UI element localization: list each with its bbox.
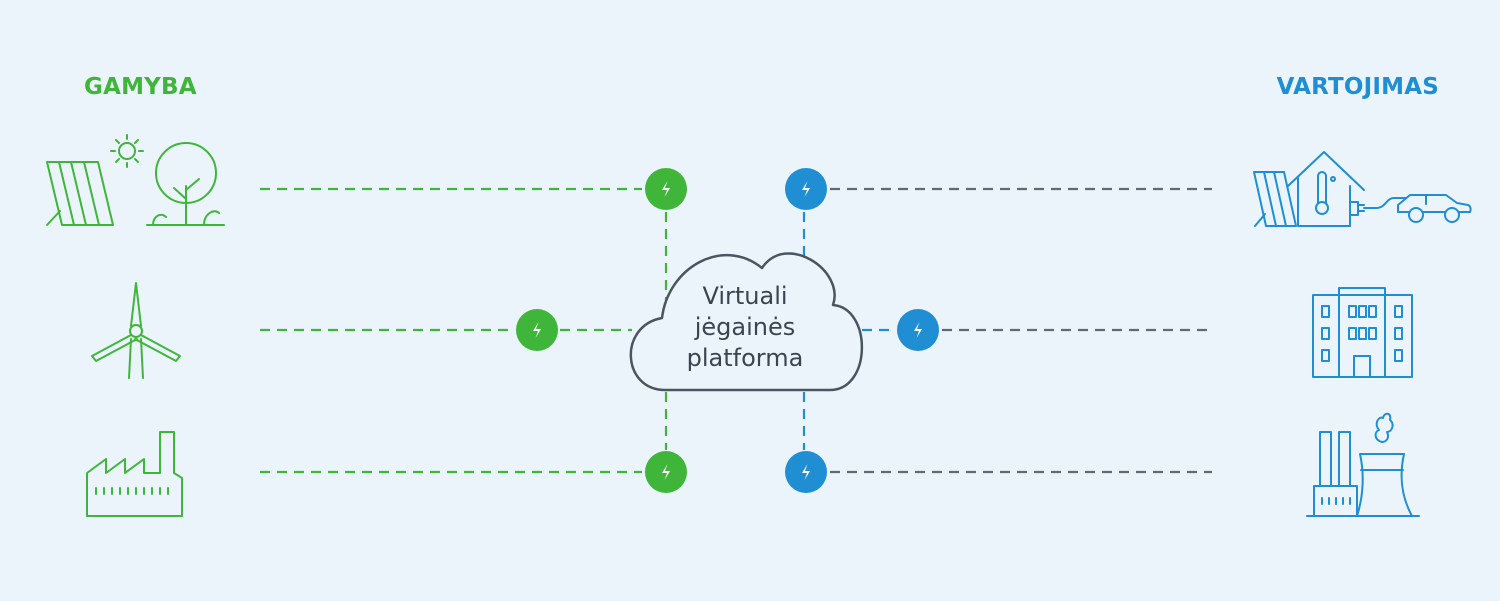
cloud-icon xyxy=(629,252,864,392)
energy-node-green xyxy=(516,309,558,351)
solar-house-electric-car-icon xyxy=(1253,151,1472,227)
lightning-bolt-icon xyxy=(533,322,541,338)
energy-node-green xyxy=(645,168,687,210)
energy-node-blue xyxy=(897,309,939,351)
lightning-bolt-icon xyxy=(914,322,922,338)
platform-label-line: platforma xyxy=(686,344,804,372)
office-building-icon xyxy=(1312,287,1413,378)
energy-node-green xyxy=(645,451,687,493)
platform-label-line: jėgainės xyxy=(694,313,796,341)
lightning-bolt-icon xyxy=(802,464,810,480)
lightning-bolt-icon xyxy=(662,464,670,480)
energy-node-blue xyxy=(785,451,827,493)
power-plant-icon xyxy=(1306,412,1420,517)
solar-panel-sun-tree-icon xyxy=(46,134,225,226)
energy-node-blue xyxy=(785,168,827,210)
platform-label-line: Virtuali xyxy=(702,282,788,310)
lightning-bolt-icon xyxy=(802,181,810,197)
wind-turbine-icon xyxy=(91,282,181,379)
production-heading: GAMYBA xyxy=(84,74,197,100)
lightning-bolt-icon xyxy=(662,181,670,197)
platform-label: Virtuali jėgainės platforma xyxy=(660,281,830,374)
consumption-heading: VARTOJIMAS xyxy=(1276,74,1439,100)
factory-icon xyxy=(86,431,183,517)
